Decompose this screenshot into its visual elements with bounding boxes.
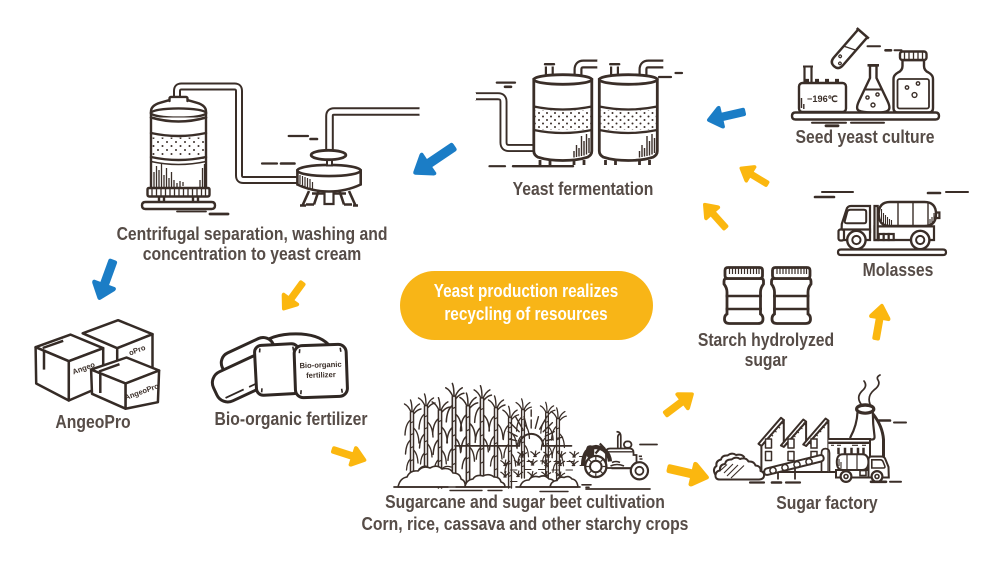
svg-text:Bio-organic: Bio-organic [299,360,341,370]
svg-text:fertilizer: fertilizer [306,370,336,380]
svg-text:−196℃: −196℃ [807,94,838,104]
